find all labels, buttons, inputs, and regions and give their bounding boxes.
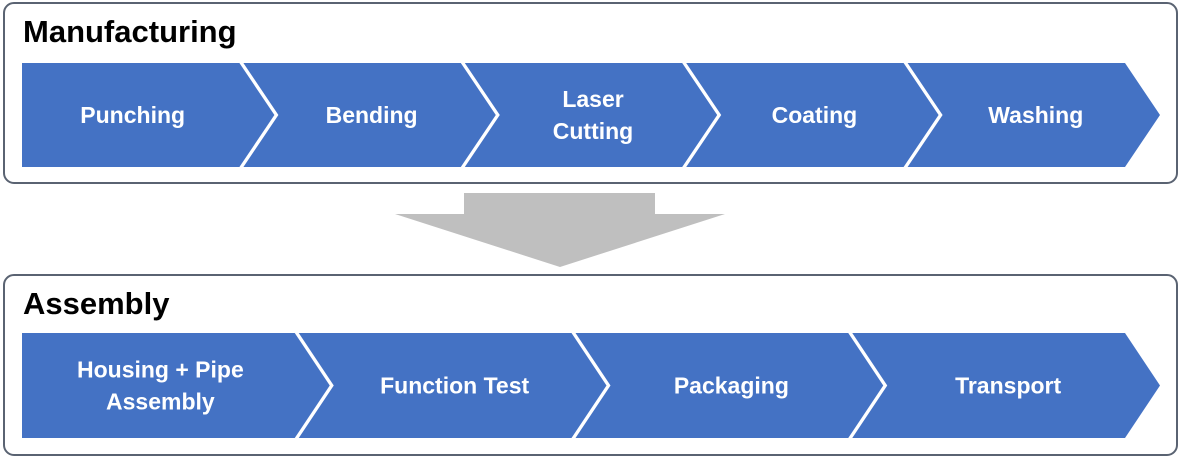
assembly-step-label: Assembly — [106, 389, 215, 415]
manufacturing-step-label: Washing — [988, 102, 1083, 128]
manufacturing-step-1: Punching — [22, 63, 275, 167]
manufacturing-step-chevron — [686, 63, 939, 167]
manufacturing-step-chevron — [243, 63, 496, 167]
assembly-step-2: Function Test — [298, 333, 607, 438]
manufacturing-step-2: Bending — [243, 63, 496, 167]
manufacturing-step-label: Punching — [80, 102, 185, 128]
assembly-step-3: Packaging — [575, 333, 884, 438]
assembly-step-chevron — [298, 333, 607, 438]
manufacturing-step-label: Bending — [326, 102, 418, 128]
manufacturing-step-label: Laser — [562, 86, 623, 112]
manufacturing-step-chevron — [907, 63, 1160, 167]
manufacturing-step-5: Washing — [907, 63, 1160, 167]
assembly-step-chevron — [22, 333, 330, 438]
manufacturing-step-4: Coating — [686, 63, 939, 167]
assembly-step-4: Transport — [852, 333, 1160, 438]
assembly-step-label: Housing + Pipe — [77, 357, 244, 383]
manufacturing-step-label: Cutting — [553, 118, 633, 144]
manufacturing-step-chevron — [464, 63, 718, 167]
assembly-step-chevron — [852, 333, 1160, 438]
assembly-title: Assembly — [23, 286, 170, 321]
manufacturing-step-label: Coating — [772, 102, 858, 128]
assembly-step-chevron — [575, 333, 884, 438]
manufacturing-step-chevron — [22, 63, 275, 167]
assembly-step-label: Function Test — [380, 373, 529, 399]
assembly-step-label: Transport — [955, 373, 1061, 399]
assembly-step-label: Packaging — [674, 373, 789, 399]
manufacturing-title: Manufacturing — [23, 14, 237, 49]
